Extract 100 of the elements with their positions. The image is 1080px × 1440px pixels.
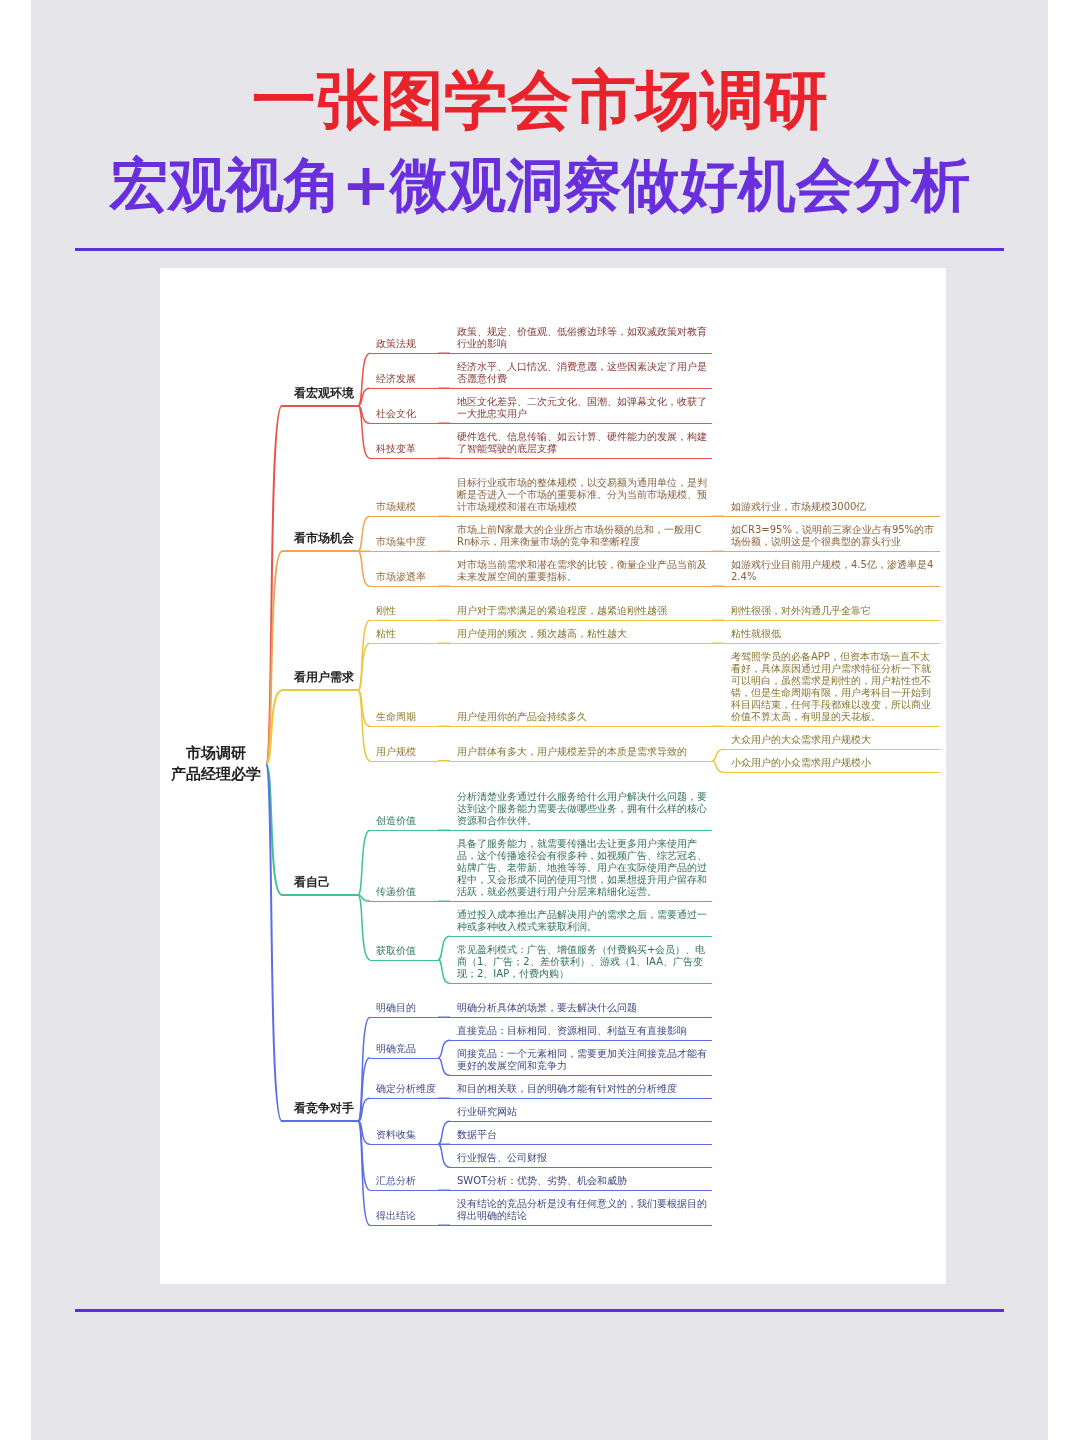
subtopic: 汇总分析 bbox=[370, 1175, 438, 1191]
branch-line bbox=[437, 959, 451, 984]
branch-line bbox=[711, 550, 725, 552]
central-topic: 市场调研 bbox=[185, 743, 247, 765]
branch-line bbox=[357, 894, 371, 961]
topic-note: 用户使用的频次，频次越高，粘性越大 bbox=[450, 628, 712, 644]
branch-line bbox=[437, 1143, 451, 1145]
topic-note: 行业报告、公司财报 bbox=[450, 1152, 712, 1168]
topic-note: 对市场当前需求和潜在需求的比较，衡量企业产品当前及未来发展空间的重要指标。 bbox=[450, 559, 712, 587]
main-topic: 看宏观环境 bbox=[282, 385, 358, 407]
topic-note: 目标行业或市场的整体规模，以交易额为通用单位，是判断是否进入一个市场的重要标准。分为当前市场规模、预计市场规模和潜在市场规模 bbox=[450, 477, 712, 517]
topic-note: 数据平台 bbox=[450, 1129, 712, 1145]
branch-line bbox=[265, 763, 283, 896]
topic-note: 间接竞品：一个元素相同，需要更加关注间接竞品才能有更好的发展空间和竞争力 bbox=[450, 1048, 712, 1076]
topic-note: 如CR3=95%，说明前三家企业占有95%的市场份额，说明这是个很典型的寡头行业 bbox=[724, 524, 940, 552]
branch-line bbox=[357, 352, 371, 407]
branch-line bbox=[357, 405, 371, 459]
subtopic: 科技变革 bbox=[370, 443, 438, 459]
subtopic: 市场规模 bbox=[370, 501, 438, 517]
branch-line bbox=[357, 1120, 371, 1145]
branch-line bbox=[437, 1016, 451, 1018]
subtopic: 社会文化 bbox=[370, 408, 438, 424]
branch-line bbox=[437, 550, 451, 552]
topic-note: 地区文化差异、二次元文化、国潮、如弹幕文化，收获了一大批忠实用户 bbox=[450, 396, 712, 424]
subtopic: 粘性 bbox=[370, 628, 438, 644]
branch-line bbox=[357, 387, 371, 407]
branch-line bbox=[265, 550, 283, 766]
branch-line bbox=[711, 748, 725, 762]
branch-line bbox=[357, 550, 371, 552]
branch-line bbox=[437, 1224, 451, 1226]
subtopic: 明确目的 bbox=[370, 1002, 438, 1018]
subtitle: 宏观视角+微观洞察做好机会分析 bbox=[108, 150, 972, 220]
branch-line bbox=[357, 642, 371, 692]
branch-line bbox=[437, 760, 451, 762]
subtopic: 传递价值 bbox=[370, 886, 438, 902]
branch-line bbox=[265, 763, 283, 1123]
subtopic: 经济发展 bbox=[370, 373, 438, 389]
topic-note: 分析清楚业务通过什么服务给什么用户解决什么问题，要达到这个服务能力需要去做哪些业务，拥有什么样的核心资源和合作伙伴。 bbox=[450, 791, 712, 831]
topic-note: 通过投入成本推出产品解决用户的需求之后，需要通过一种或多种收入模式来获取利润。 bbox=[450, 909, 712, 937]
branch-line bbox=[437, 1143, 451, 1168]
branch-line bbox=[357, 1097, 371, 1122]
branch-line bbox=[437, 1097, 451, 1099]
topic-note: 常见盈利模式：广告、增值服务（付费购买+会员）、电商（1、广告；2、差价获利）、游戏（1、IAA、广告变现；2、IAP，付费内购） bbox=[450, 944, 712, 984]
branch-line bbox=[711, 515, 725, 517]
subtopic: 用户规模 bbox=[370, 745, 438, 762]
branch-line bbox=[357, 550, 371, 587]
main-topic: 看自己 bbox=[282, 874, 358, 896]
branch-line bbox=[437, 352, 451, 354]
branch-line bbox=[711, 725, 725, 727]
subtopic: 明确竞品 bbox=[370, 1042, 438, 1059]
branch-line bbox=[437, 387, 451, 389]
branch-line bbox=[357, 894, 371, 902]
branch-line bbox=[357, 689, 371, 727]
topic-note: 行业研究网站 bbox=[450, 1106, 712, 1122]
subtopic: 获取价值 bbox=[370, 944, 438, 961]
branch-line bbox=[357, 829, 371, 896]
topic-note: 政策、规定、价值观、低俗擦边球等，如双减政策对教育行业的影响 bbox=[450, 326, 712, 354]
topic-note: 市场上前N家最大的企业所占市场份额的总和，一般用CRn标示，用来衡量市场的竞争和垄断程度 bbox=[450, 524, 712, 552]
subtopic: 得出结论 bbox=[370, 1210, 438, 1226]
branch-line bbox=[437, 457, 451, 459]
branch-line bbox=[357, 1120, 371, 1226]
topic-note: 用户使用你的产品会持续多久 bbox=[450, 711, 712, 727]
branch-line bbox=[711, 619, 725, 621]
subtopic: 政策法规 bbox=[370, 338, 438, 354]
subtopic: 市场集中度 bbox=[370, 536, 438, 552]
subtopic: 资料收集 bbox=[370, 1129, 438, 1145]
main-topic: 看市场机会 bbox=[282, 531, 358, 552]
topic-note: 如游戏行业目前用户规模，4.5亿，渗透率是42.4% bbox=[724, 559, 940, 587]
branch-line bbox=[357, 689, 371, 762]
branch-line bbox=[437, 1189, 451, 1191]
branch-line bbox=[437, 725, 451, 727]
branch-line bbox=[437, 422, 451, 424]
topic-note: 粘性就很低 bbox=[724, 628, 940, 644]
topic-note: 如游戏行业，市场规模3000亿 bbox=[724, 501, 940, 517]
topic-note: 小众用户的小众需求用户规模小 bbox=[724, 757, 940, 773]
branch-line bbox=[437, 585, 451, 587]
branch-line bbox=[711, 760, 725, 773]
branch-line bbox=[437, 515, 451, 517]
subtopic: 刚性 bbox=[370, 605, 438, 621]
branch-line bbox=[437, 900, 451, 902]
branch-line bbox=[265, 689, 283, 766]
topic-note: 硬件迭代、信息传输、如云计算、硬件能力的发展，构建了智能驾驶的底层支撑 bbox=[450, 431, 712, 459]
topic-note: 用户对于需求满足的紧迫程度，越紧迫刚性越强 bbox=[450, 605, 712, 621]
topic-note: 直接竞品：目标相同、资源相同、利益互有直接影响 bbox=[450, 1025, 712, 1041]
branch-line bbox=[437, 642, 451, 644]
topic-note: 具备了服务能力，就需要传播出去让更多用户来使用产品，这个传播途径会有很多种，如视频广告、综艺冠名、站牌广告、老带新、地推等等。用户在实际使用产品的过程中，又会形成不同的使用习惯，如果想提升用户留存和活跃，就必然要进行用户分层来精细化运营。 bbox=[450, 838, 712, 902]
topic-note: 经济水平、人口情况、消费意愿，这些因素决定了用户是否愿意付费 bbox=[450, 361, 712, 389]
topic-note: 和目的相关联，目的明确才能有针对性的分析维度 bbox=[450, 1083, 712, 1099]
subtopic: 市场渗透率 bbox=[370, 571, 438, 587]
branch-line bbox=[711, 585, 725, 587]
title: 一张图学会市场调研 bbox=[251, 62, 829, 138]
main-topic: 看用户需求 bbox=[282, 670, 358, 692]
branch-line bbox=[437, 935, 451, 961]
topic-note: 用户群体有多大，用户规模差异的本质是需求导致的 bbox=[450, 745, 712, 762]
branch-line bbox=[357, 405, 371, 424]
topic-note: 明确分析具体的场景，要去解决什么问题 bbox=[450, 1002, 712, 1018]
branch-line bbox=[437, 619, 451, 621]
central-topic: 产品经理必学 bbox=[170, 764, 262, 786]
branch-line bbox=[437, 1057, 451, 1076]
subtopic: 确定分析维度 bbox=[370, 1083, 438, 1099]
